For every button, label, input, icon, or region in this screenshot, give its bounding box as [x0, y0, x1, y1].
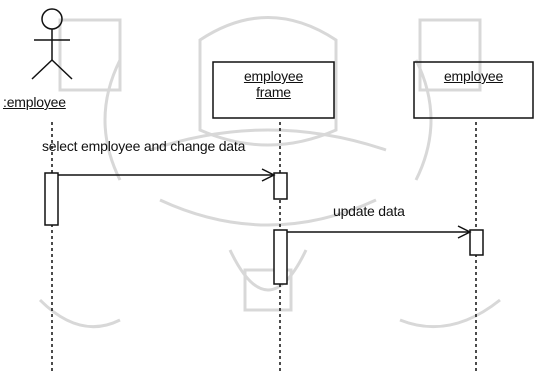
- watermark-crest: [38, 16, 501, 329]
- message-arrow-1: [58, 168, 276, 182]
- object-label-employee-frame-line1: employee: [243, 68, 304, 84]
- actor-label: :employee: [3, 94, 66, 110]
- activation-frame-2: [273, 229, 288, 285]
- message-label-1: select employee and change data: [42, 138, 246, 154]
- object-label-employee: employee: [443, 68, 504, 84]
- message-label-2: update data: [333, 203, 405, 219]
- object-box-employee: [413, 61, 534, 119]
- object-label-employee-frame-line2: frame: [256, 84, 291, 100]
- actor-figure: [31, 8, 73, 80]
- activation-actor: [44, 172, 59, 226]
- object-box-employee-frame: [212, 61, 335, 119]
- actor-left-leg: [31, 59, 53, 80]
- activation-employee: [469, 229, 484, 256]
- activation-frame-1: [273, 172, 288, 200]
- object-label-employee-frame: employee frame: [213, 68, 334, 100]
- message-arrow-2: [287, 225, 472, 239]
- actor-right-leg: [51, 59, 73, 80]
